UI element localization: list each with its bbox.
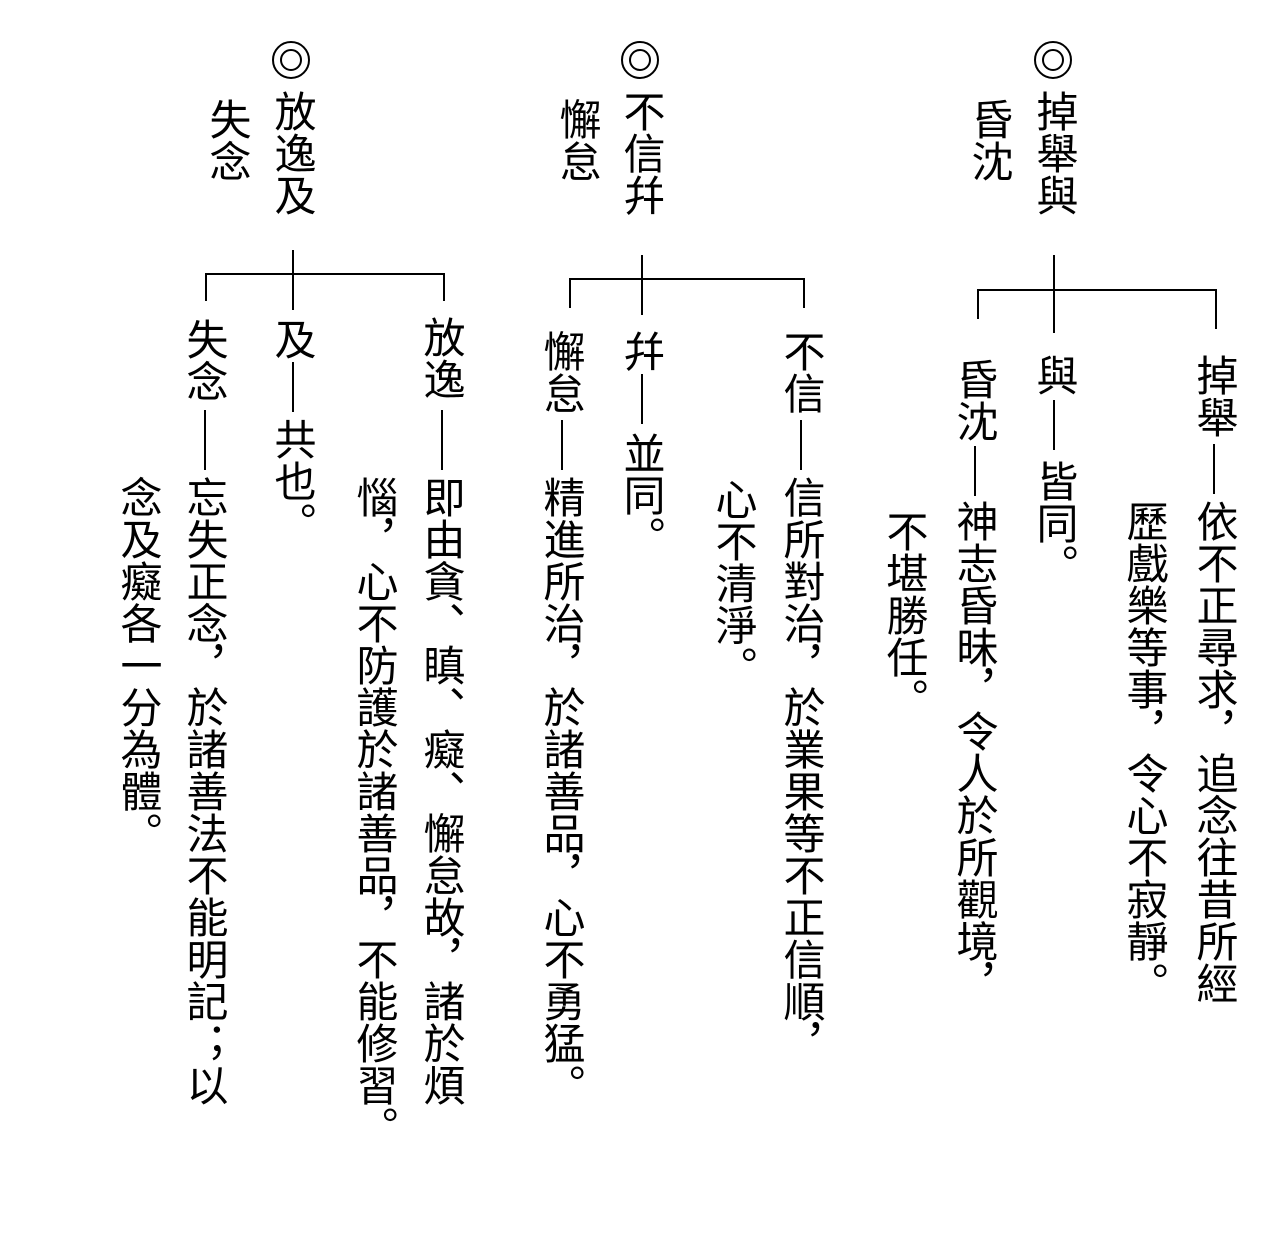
definition-line: 惱，心不防護於諸善品，不能修習。: [350, 476, 399, 1148]
section-title-main: 掉舉與: [1030, 90, 1079, 216]
term-buxin: 不信: [777, 330, 826, 414]
section-title-main: 放逸及: [268, 90, 317, 216]
definition-line: 不堪勝任。: [880, 510, 929, 720]
definition-line: 忘失正念，於諸善法不能明記；以: [180, 476, 229, 1106]
definition-line: 歷戲樂等事，令心不寂靜。: [1120, 500, 1169, 1004]
term-ji: 及: [268, 318, 317, 360]
definition-line: 即由貪、瞋、癡、懈怠故，諸於煩: [417, 476, 466, 1106]
definition-line: 精進所治，於諸善品，心不勇猛。: [537, 476, 586, 1106]
double-circle-icon: [1034, 41, 1072, 79]
section-title-sub: 失念: [203, 98, 252, 182]
term-shinian: 失念: [180, 318, 229, 402]
term-diaoju: 掉舉: [1190, 354, 1239, 438]
double-circle-icon: [621, 41, 659, 79]
term-yu: 與: [1030, 354, 1079, 396]
term-hunchen: 昏沈: [950, 358, 999, 442]
section-title-main: 不信幷: [617, 90, 666, 216]
definition-line: 念及癡各一分為體。: [114, 476, 163, 854]
term-bing: 幷: [617, 330, 666, 372]
section-title-sub: 昏沈: [965, 98, 1014, 182]
definition-line: 依不正尋求，追念往昔所經: [1190, 500, 1239, 1004]
definition-line: 信所對治，於業果等不正信順，: [777, 476, 826, 1064]
definition-line: 心不清淨。: [709, 478, 758, 688]
double-circle-icon: [272, 41, 310, 79]
definition-line: 皆同。: [1030, 460, 1079, 586]
definition-line: 共也。: [268, 418, 317, 544]
term-xiedai: 懈怠: [537, 330, 586, 414]
term-fangyi: 放逸: [417, 316, 466, 400]
section-title-sub: 懈怠: [553, 98, 602, 182]
definition-line: 神志昏昧，令人於所觀境，: [950, 500, 999, 1004]
definition-line: 並同。: [617, 432, 666, 558]
